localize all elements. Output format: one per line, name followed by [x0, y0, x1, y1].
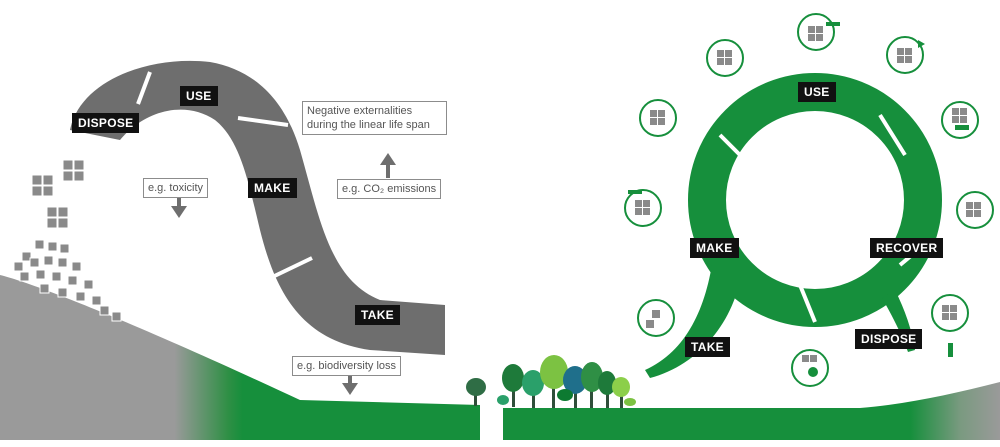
toxicity-note: e.g. toxicity: [143, 178, 209, 198]
co2-note: e.g. CO₂ emissions: [337, 179, 442, 199]
ground-left: [0, 275, 485, 440]
externalities-note: Negative externalities during the linear…: [302, 101, 447, 135]
arrow-up-icon: [380, 153, 396, 178]
linear-arc: [70, 60, 445, 356]
linear-dispose-label: DISPOSE: [72, 113, 140, 133]
circular-make-label: MAKE: [690, 238, 739, 258]
arrow-down-icon: [171, 195, 187, 218]
circular-use-label: USE: [798, 82, 836, 102]
ground-right: [503, 382, 1000, 440]
circular-take-label: TAKE: [685, 337, 730, 357]
linear-use-label: USE: [180, 86, 218, 106]
externalities-line-1: Negative externalities: [307, 105, 413, 117]
waste-boxes: [13, 159, 122, 322]
externalities-line-2: during the linear life span: [307, 119, 430, 131]
take-tail: [645, 240, 742, 378]
circular-recover-label: RECOVER: [870, 238, 944, 258]
biodiversity-note: e.g. biodiversity loss: [292, 356, 402, 376]
circular-dispose-label: DISPOSE: [855, 329, 923, 349]
linear-make-label: MAKE: [248, 178, 297, 198]
arrow-down-icon-2: [342, 372, 358, 395]
linear-take-label: TAKE: [355, 305, 400, 325]
